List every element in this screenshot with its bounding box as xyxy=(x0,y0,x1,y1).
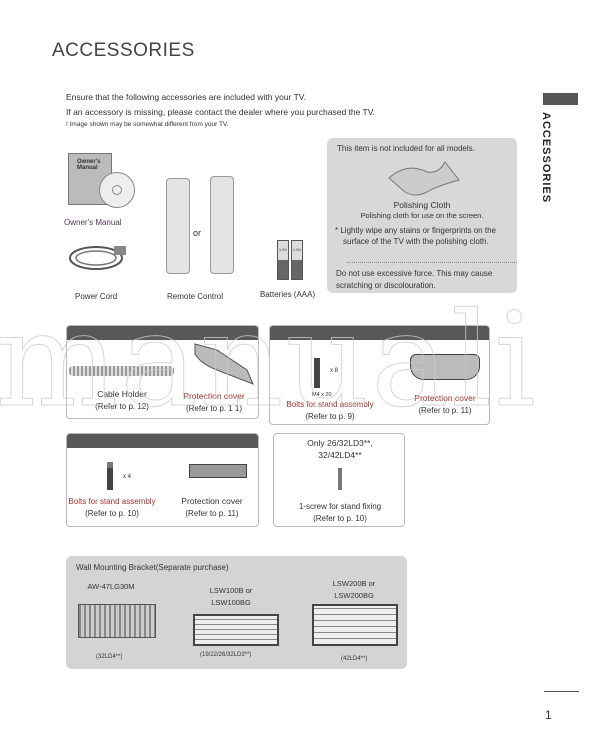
accessory-box-2: x 8 M4 x 20 Bolts for stand assembly (Re… xyxy=(269,325,490,425)
divider xyxy=(347,262,517,263)
bracket-1-models: (32LD4**) xyxy=(96,654,123,660)
bracket-3-models: (42LD4**) xyxy=(341,656,368,662)
models-note: Only 26/32LD3**, 32/42LD4** xyxy=(307,438,373,460)
bracket-2-name: LSW100B or LSW100BG xyxy=(209,586,253,607)
bolt-icon xyxy=(107,462,113,490)
bolts-ref: (Refer to p. 9) xyxy=(305,412,355,421)
bracket-1-icon xyxy=(78,604,156,638)
protection-cover-ref: (Refer to p. 11) xyxy=(185,509,239,518)
cloth-warning: Do not use excessive force. This may cau… xyxy=(336,269,493,290)
cable-holder-icon xyxy=(69,366,174,376)
bolt-quantity: x 4 xyxy=(123,474,132,480)
protection-cover-label: Protection cover xyxy=(181,496,243,506)
bracket-2-icon xyxy=(193,614,279,646)
watermark: manuali xyxy=(0,305,538,415)
page-title: ACCESSORIES xyxy=(52,40,195,61)
intro-line-1: Ensure that the following accessories ar… xyxy=(66,92,307,102)
bolt-icon xyxy=(314,358,320,388)
cloth-header: This item is not included for all models… xyxy=(337,144,475,153)
protection-cover-ref: (Refer to p. 11) xyxy=(418,406,472,415)
side-tab-label: ACCESSORIES xyxy=(540,112,552,204)
footer-rule xyxy=(544,691,579,692)
accessory-box-3: x 4 Bolts for stand assembly (Refer to p… xyxy=(66,433,259,527)
side-tab-bar xyxy=(543,93,578,105)
bracket-2-models: (19/22/26/32LD3**) xyxy=(200,652,252,658)
screw-ref: (Refer to p. 10) xyxy=(313,514,367,523)
polishing-cloth-panel: This item is not included for all models… xyxy=(327,138,517,293)
bolt-quantity: x 8 xyxy=(330,368,339,374)
bracket-3-icon xyxy=(312,604,398,646)
wall-mount-title: Wall Mounting Bracket(Separate purchase) xyxy=(76,563,229,572)
protection-cover-ref: (Refer to p. 1 1) xyxy=(185,404,243,413)
protection-cover-label: Protection cover xyxy=(414,393,476,403)
owners-manual-label: Owner's Manual xyxy=(64,218,122,227)
remote-icon-2 xyxy=(210,176,234,274)
accessory-box-4: Only 26/32LD3**, 32/42LD4** 1-screw for … xyxy=(273,433,405,527)
bolt-size: M4 x 20 xyxy=(312,392,332,398)
page-number: 1 xyxy=(545,708,552,722)
cd-icon xyxy=(99,172,135,208)
protection-cover-label: Protection cover xyxy=(183,391,245,401)
power-cord-icon xyxy=(69,246,126,270)
or-label: or xyxy=(193,228,202,238)
cable-holder-ref: (Refer to p. 12) xyxy=(95,402,149,411)
cloth-name: Polishing Cloth xyxy=(393,200,451,210)
accessory-box-1: Cable Holder (Refer to p. 12) Protection… xyxy=(66,325,259,419)
screw-icon xyxy=(338,468,342,490)
bolts-ref: (Refer to p. 10) xyxy=(85,509,139,518)
watermark-text: manuali xyxy=(0,305,538,415)
bracket-3-name: LSW200B or LSW200BG xyxy=(332,579,376,600)
protection-cover-icon xyxy=(410,354,480,380)
screw-label: 1-screw for stand fixing xyxy=(298,502,382,511)
remote-icon-1 xyxy=(166,178,190,274)
battery-icon: 1.5V xyxy=(291,240,303,280)
battery-icon: 1.5V xyxy=(277,240,289,280)
cable-holder-label: Cable Holder xyxy=(97,389,147,399)
manual-cover-text: Owner's Manual xyxy=(77,159,101,171)
bracket-1-name: AW-47LG30M xyxy=(87,582,135,591)
protection-cover-icon xyxy=(189,464,247,478)
cloth-description: Polishing cloth for use on the screen. xyxy=(360,211,484,220)
bolts-label: Bolts for stand assembly xyxy=(286,400,374,409)
batteries-label: Batteries (AAA) xyxy=(260,290,316,299)
wall-mount-panel: Wall Mounting Bracket(Separate purchase)… xyxy=(66,556,407,669)
power-cord-label: Power Cord xyxy=(75,292,118,301)
intro-line-2: If an accessory is missing, please conta… xyxy=(66,107,376,117)
cloth-tip: * Lightly wipe any stains or fingerprint… xyxy=(335,226,496,246)
protection-cover-icon xyxy=(194,343,254,385)
cloth-icon xyxy=(388,161,460,196)
bolts-label: Bolts for stand assembly xyxy=(68,497,156,506)
image-note: ! Image shown may be somewhat different … xyxy=(66,121,229,128)
remote-control-label: Remote Control xyxy=(167,292,224,301)
